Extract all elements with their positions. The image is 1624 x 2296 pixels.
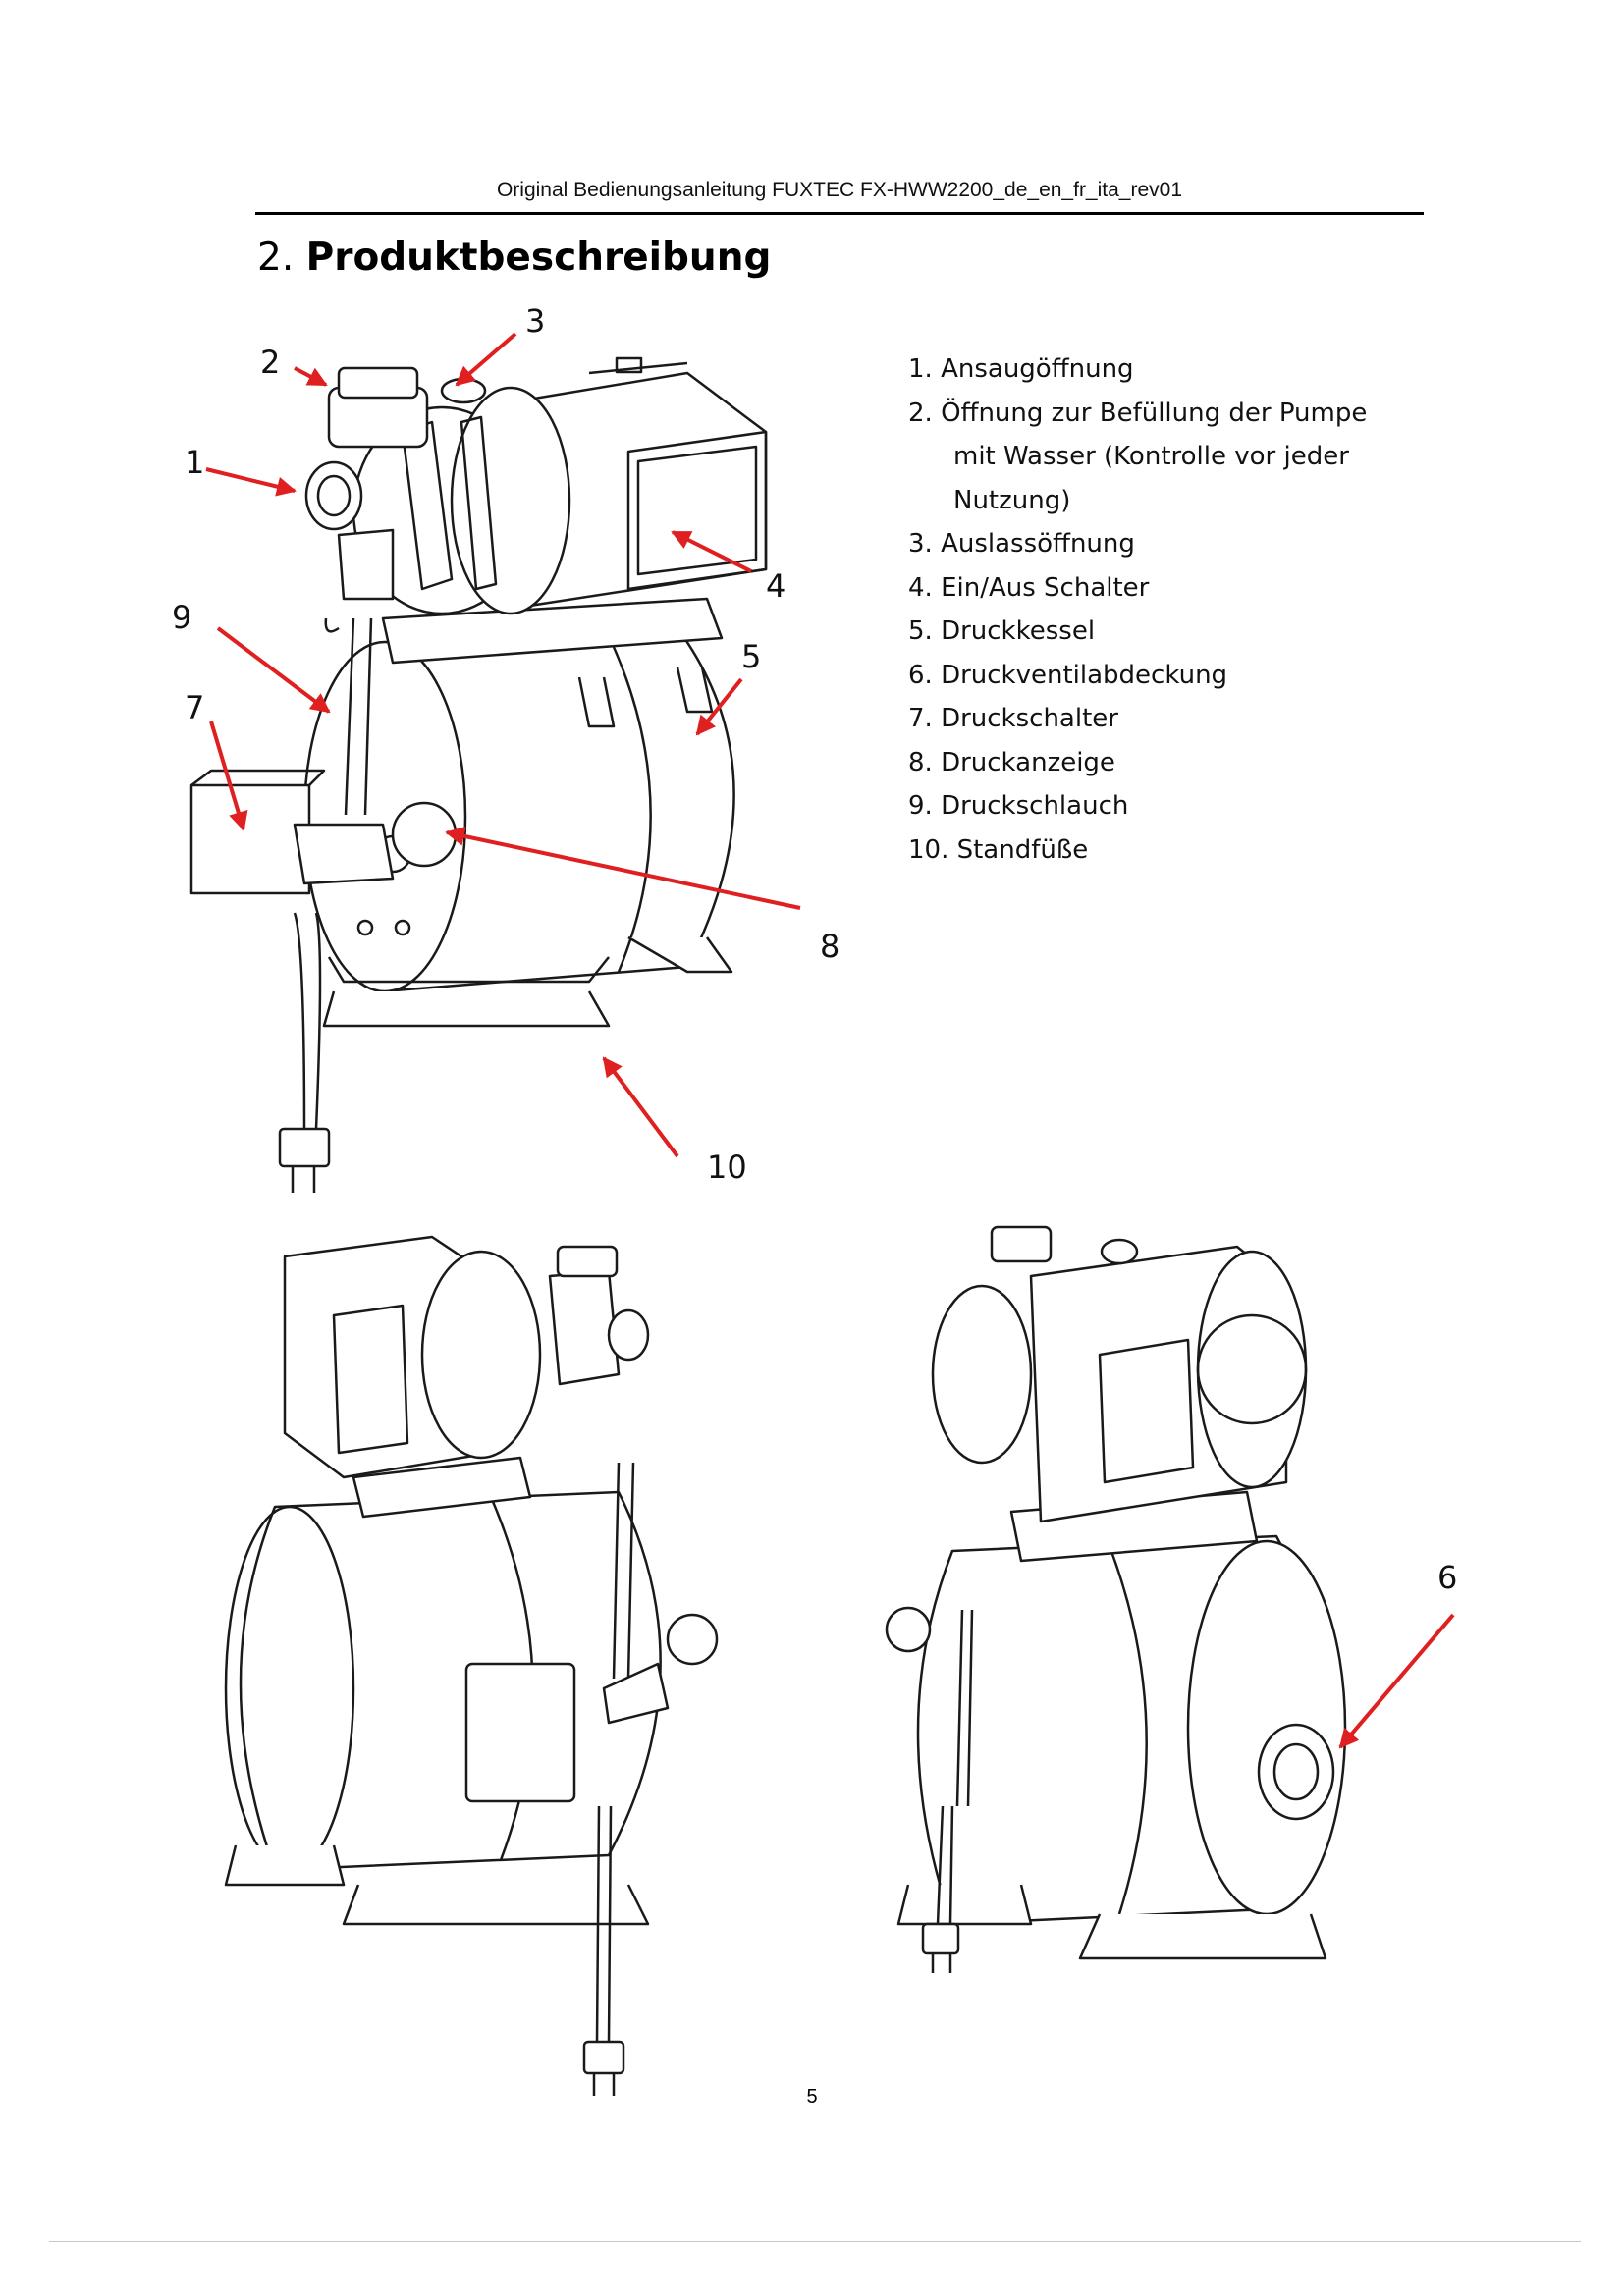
callout-6: 6 <box>1437 1559 1457 1596</box>
parts-list: 1. Ansaugöffnung 2. Öffnung zur Befüllun… <box>908 347 1458 872</box>
header-rule <box>255 212 1424 215</box>
parts-list-item: 9. Druckschlauch <box>908 791 1129 821</box>
bottom-rule <box>49 2241 1581 2242</box>
parts-list-item: 6. Druckventilabdeckung <box>908 660 1228 690</box>
parts-list-item-continuation: mit Wasser (Kontrolle vor jeder <box>953 442 1349 471</box>
pump-rear-view-diagram: 6 <box>864 1217 1492 2002</box>
document-header: Original Bedienungsanleitung FUXTEC FX-H… <box>496 179 1183 201</box>
parts-list-item-continuation: Nutzung) <box>953 485 1071 515</box>
callout-8: 8 <box>820 928 839 965</box>
section-title: 2. Produktbeschreibung <box>257 236 771 280</box>
parts-list-item: 2. Öffnung zur Befüllung der Pumpe <box>908 398 1368 428</box>
callout-10: 10 <box>707 1148 747 1186</box>
callout-9: 9 <box>172 599 191 636</box>
callout-4: 4 <box>766 567 785 605</box>
pump-left-view-diagram <box>196 1217 746 2101</box>
callout-3: 3 <box>525 302 545 340</box>
parts-list-item: 3. Auslassöffnung <box>908 529 1135 559</box>
callout-2: 2 <box>260 344 280 381</box>
pump-front-diagram: 1 2 3 4 5 7 8 9 10 <box>0 0 884 1217</box>
callout-1: 1 <box>185 444 204 481</box>
parts-list-item: 4. Ein/Aus Schalter <box>908 572 1150 603</box>
section-number: 2. <box>257 236 295 280</box>
parts-list-item: 8. Druckanzeige <box>908 747 1115 777</box>
callout-7: 7 <box>185 689 204 726</box>
parts-list-item: 10. Standfüße <box>908 834 1089 865</box>
callout-5: 5 <box>741 638 761 675</box>
parts-list-item: 5. Druckkessel <box>908 616 1096 646</box>
parts-list-item: 1. Ansaugöffnung <box>908 354 1134 384</box>
page-number: 5 <box>806 2086 818 2108</box>
section-heading: Produktbeschreibung <box>305 236 772 280</box>
parts-list-item: 7. Druckschalter <box>908 704 1118 733</box>
